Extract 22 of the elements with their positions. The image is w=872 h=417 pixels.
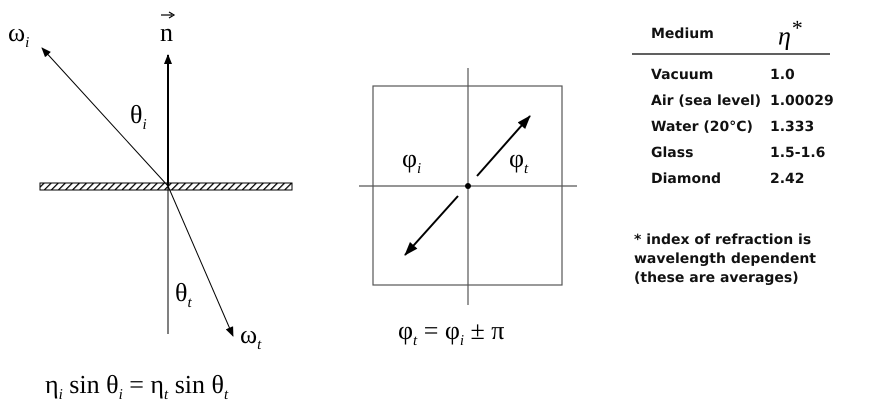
angle-label: θ$_{i}$ <box>130 102 147 134</box>
index-value: 1.00029 <box>770 94 834 108</box>
medium-name: Vacuum <box>651 68 714 82</box>
equation: η$_{i}$ sin θ$_{i}$ = η$_{t}$ sin θ$_{t}$ <box>45 372 228 404</box>
angle-label: θ$_{t}$ <box>175 280 192 312</box>
medium-name: Water (20°C) <box>651 120 753 134</box>
medium-name: Air (sea level) <box>651 94 762 108</box>
index-value: 1.5-1.6 <box>770 146 826 160</box>
footnote: * index of refraction is wavelength dependent (these are averages) <box>634 231 817 288</box>
medium-name: Diamond <box>651 172 722 186</box>
medium-name: Glass <box>651 146 694 160</box>
angle-label: φ$_{i}$ <box>402 146 422 178</box>
vector-label: ω$_{i}$ <box>8 20 30 52</box>
equation: φ$_{t}$ = φ$_{i}$ ± π <box>398 318 504 350</box>
vector-label: ω$_{t}$ <box>240 322 262 354</box>
index-value: 1.333 <box>770 120 814 134</box>
index-value: 1.0 <box>770 68 795 82</box>
column-header: η$^{*}$ <box>778 18 802 50</box>
index-value: 2.42 <box>770 172 805 186</box>
angle-label: φ$_{t}$ <box>509 146 528 178</box>
column-header: Medium <box>651 27 714 41</box>
vector-label: n <box>160 20 173 46</box>
